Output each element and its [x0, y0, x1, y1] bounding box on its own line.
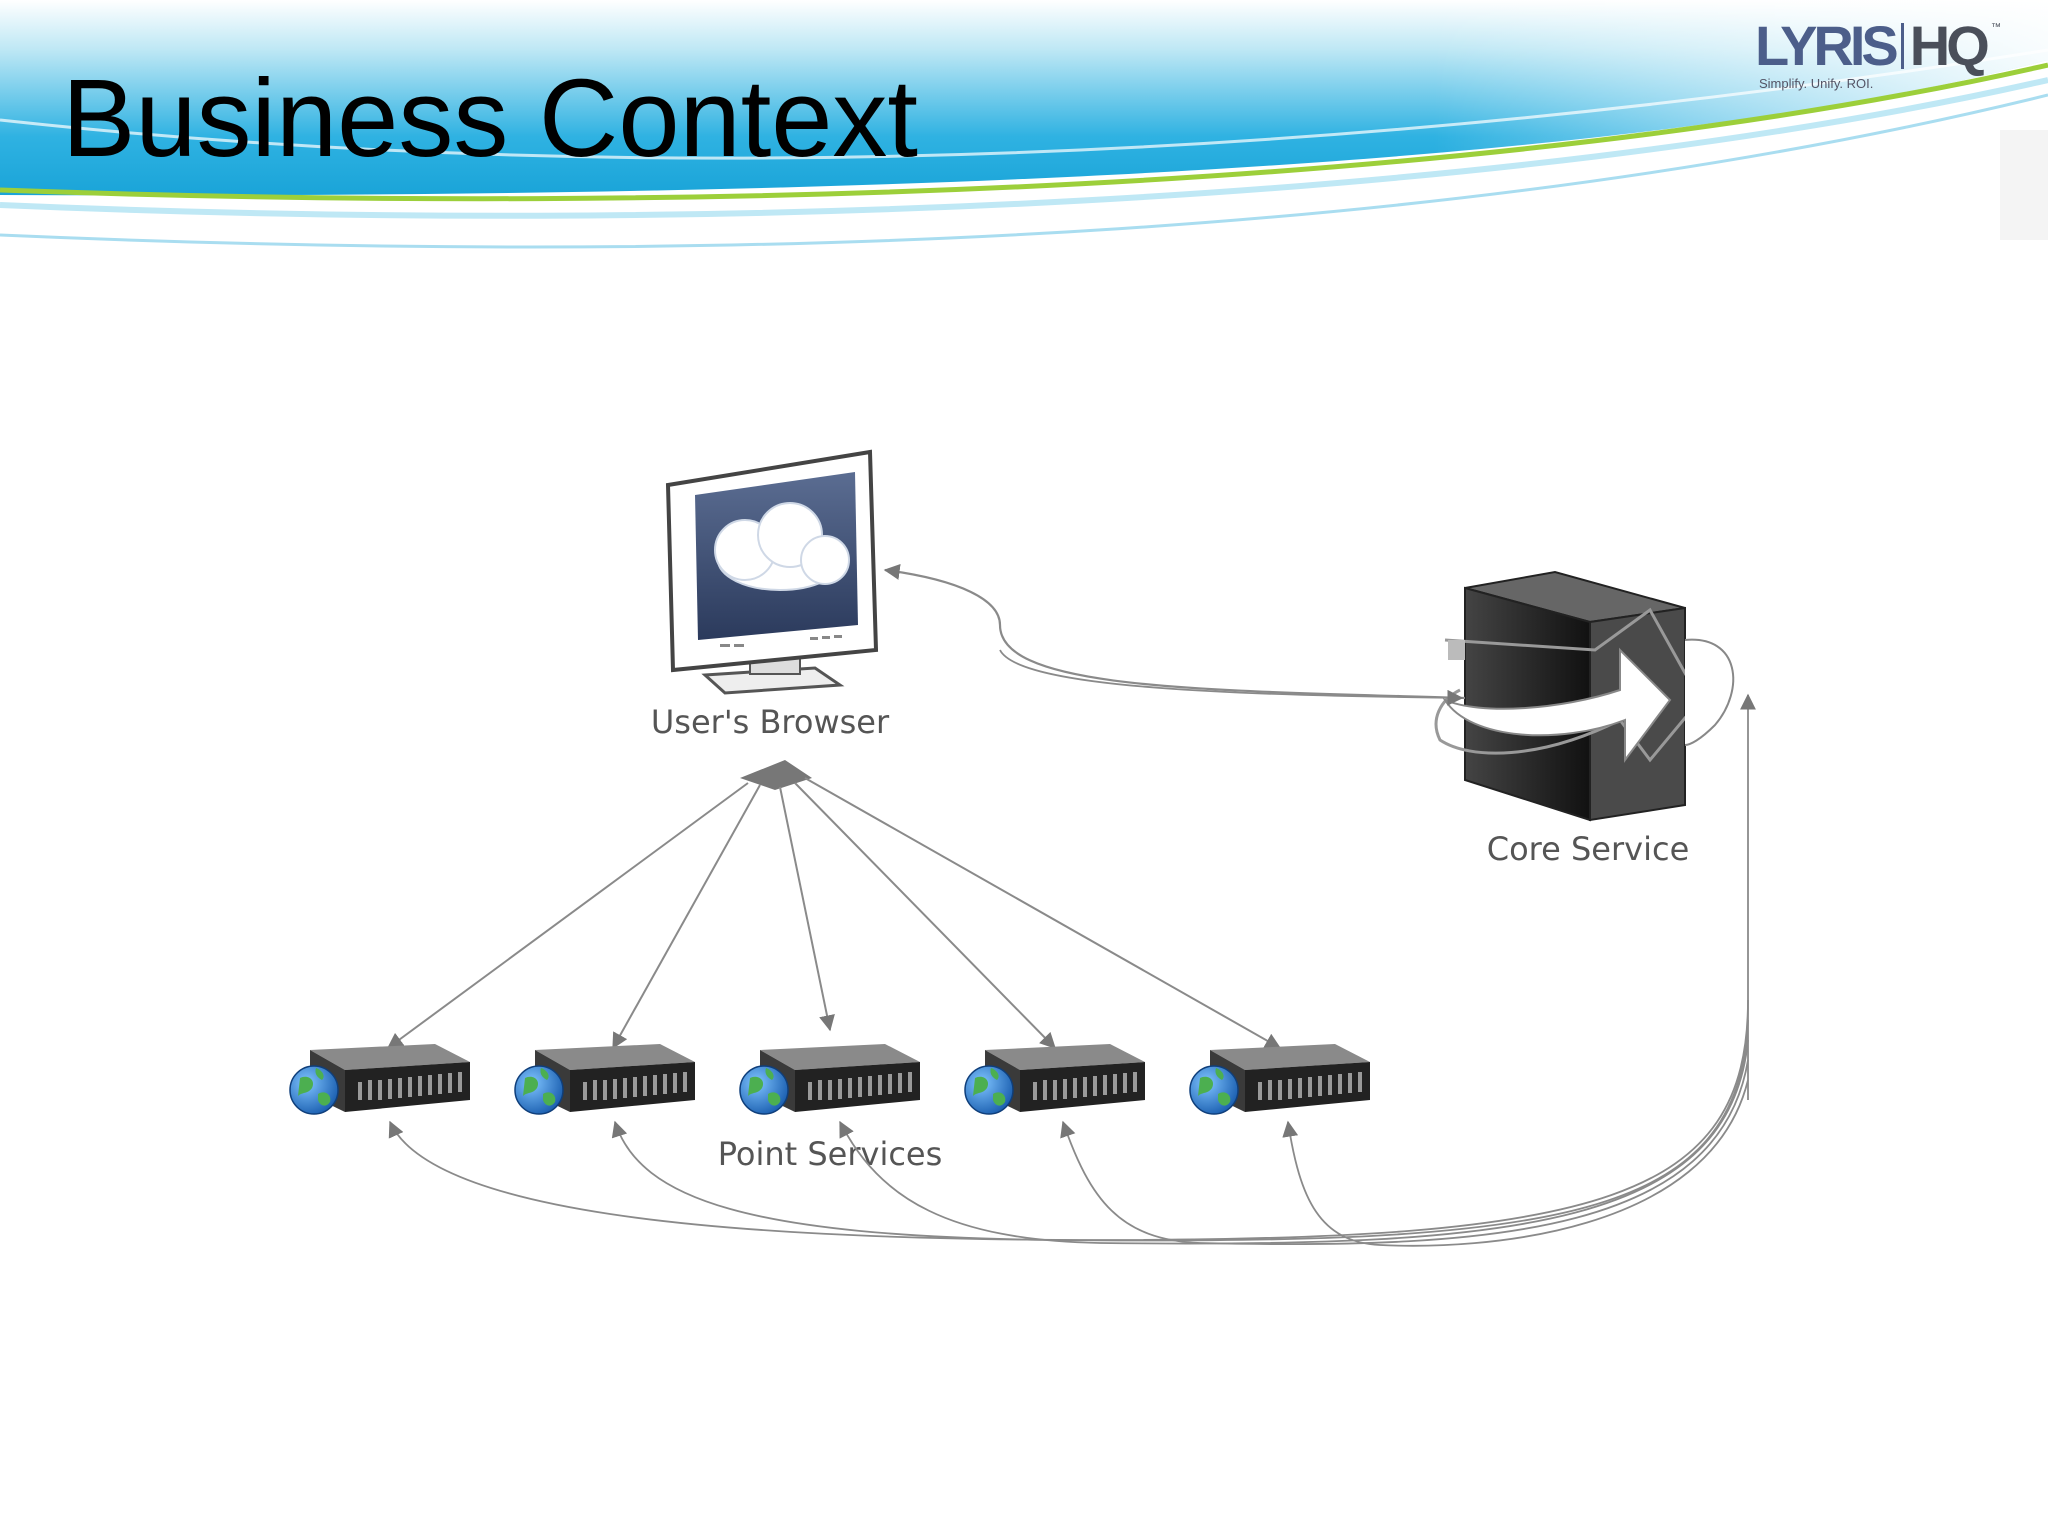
point-service-server-2 [514, 1043, 696, 1115]
header-swoosh [0, 0, 2048, 249]
edges-point-services-to-core [388, 693, 1756, 1247]
logo-name-part2: HQ [1909, 14, 1990, 77]
point-services-label: Point Services [718, 1135, 943, 1173]
slide-title: Business Context [62, 57, 918, 180]
edge-core-to-browser [883, 564, 1466, 700]
point-service-server-1 [289, 1043, 471, 1115]
monitor-cloud-icon [665, 449, 879, 695]
logo-tagline: Simplify. Unify. ROI. [1759, 76, 1874, 91]
core-label: Core Service [1487, 830, 1690, 868]
point-service-server-5 [1189, 1043, 1371, 1115]
logo-trademark: ™ [1991, 22, 2001, 33]
point-service-server-3 [739, 1043, 921, 1115]
fanout-hub [740, 760, 812, 790]
logo-name-part1: LYRIS [1755, 14, 1899, 77]
edges-browser-to-point-services [386, 777, 1282, 1050]
point-service-server-4 [964, 1043, 1146, 1115]
browser-label: User's Browser [651, 703, 890, 741]
edge-browser-to-core [999, 649, 1464, 706]
server-tower-icon [1434, 570, 1735, 822]
